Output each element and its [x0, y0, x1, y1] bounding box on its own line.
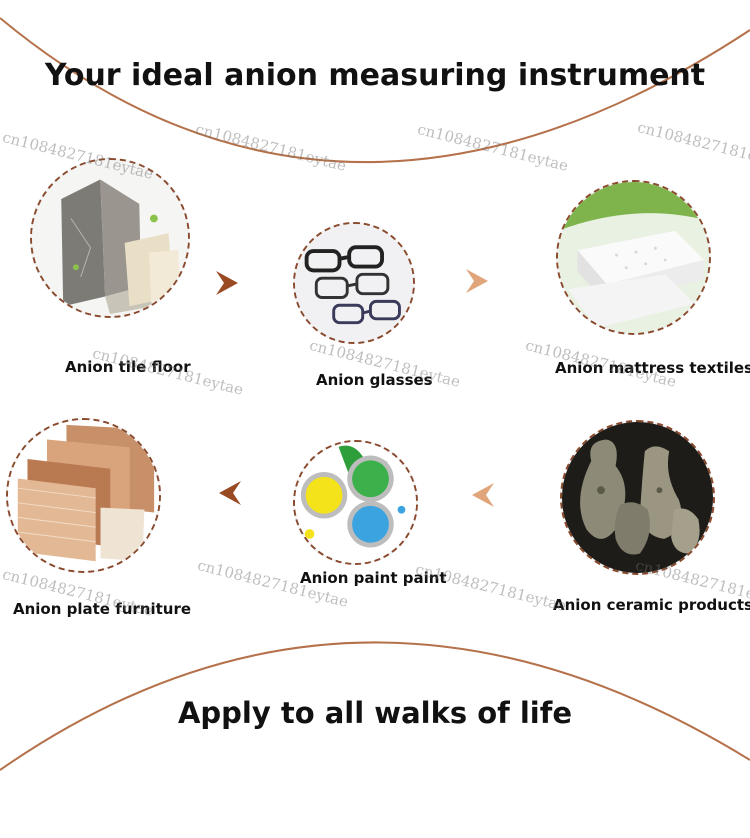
paint-cans-label: Anion paint paint — [300, 569, 447, 587]
tile-floor-label: Anion tile floor — [65, 358, 191, 376]
ceramic-vases-image — [560, 420, 715, 575]
glasses-image — [293, 222, 415, 344]
footer-slogan: Apply to all walks of life — [177, 696, 573, 730]
chevron-left-icon — [219, 481, 241, 505]
wood-plates-image — [6, 418, 161, 573]
ceramic-vases-label: Anion ceramic products — [553, 596, 750, 614]
mattress-image — [556, 180, 711, 335]
glasses-label: Anion glasses — [316, 371, 433, 389]
wood-plates-label: Anion plate furniture — [13, 600, 192, 618]
chevron-right-icon — [466, 269, 488, 293]
chevron-left-icon — [472, 483, 494, 507]
paint-cans-image — [293, 440, 418, 565]
mattress-label: Anion mattress textiles — [555, 359, 750, 377]
chevron-right-icon — [216, 271, 238, 295]
tile-floor-image — [30, 158, 190, 318]
page-title: Your ideal anion measuring instrument — [44, 58, 706, 93]
